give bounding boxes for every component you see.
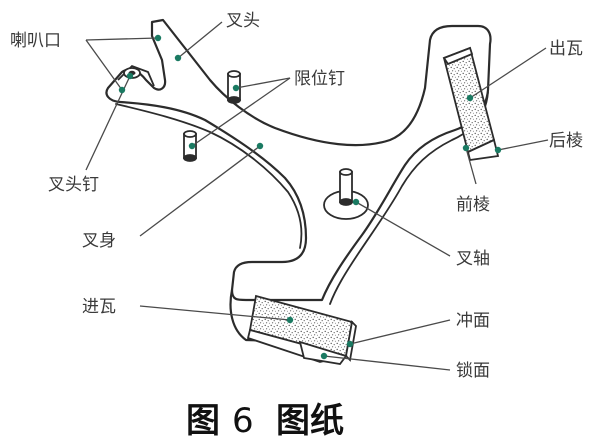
label-fork-body: 叉身 [82, 231, 116, 251]
lower-arm-shape [229, 288, 302, 344]
leader-horn-b [85, 39, 123, 91]
fork-axle [323, 168, 369, 220]
caption-figure: 图 [186, 401, 220, 441]
leader-impulse-face [349, 319, 451, 345]
entry-pallet-stone [246, 294, 357, 365]
label-exit-stone: 出瓦 [549, 39, 583, 59]
caption-title: 图纸 [276, 401, 344, 441]
body-edge-line [115, 103, 303, 249]
leader-fork-head [177, 21, 223, 59]
label-entry-stone: 进瓦 [82, 297, 116, 317]
label-back-edge: 后棱 [549, 131, 583, 151]
label-impulse-face: 冲面 [456, 311, 490, 331]
figure-caption: 图 6 图纸 [186, 401, 344, 441]
leader-locking-face [323, 355, 451, 371]
label-fork-pin: 叉头钉 [48, 175, 99, 195]
leader-fork-body [139, 145, 261, 237]
leader-exit-stone [469, 47, 547, 99]
caption-number: 6 [232, 401, 254, 441]
label-locking-face: 锁面 [456, 361, 490, 381]
leader-limit-pin-a [235, 77, 291, 89]
leader-entry-stone [139, 305, 291, 321]
leader-horn-a [85, 37, 159, 41]
label-fork-head: 叉头 [226, 11, 260, 31]
leader-dots [118, 34, 502, 360]
leader-back-edge [497, 139, 549, 151]
fork-body-shape [105, 18, 492, 302]
leader-fork-axle [355, 201, 451, 257]
label-horn: 喇叭口 [10, 31, 61, 51]
leader-limit-pin-b [191, 77, 291, 147]
leader-front-edge [465, 147, 477, 185]
label-fork-axle: 叉轴 [456, 249, 490, 269]
leader-lines [85, 21, 549, 371]
label-front-edge: 前棱 [456, 195, 490, 215]
label-limit-pin: 限位钉 [294, 69, 345, 89]
